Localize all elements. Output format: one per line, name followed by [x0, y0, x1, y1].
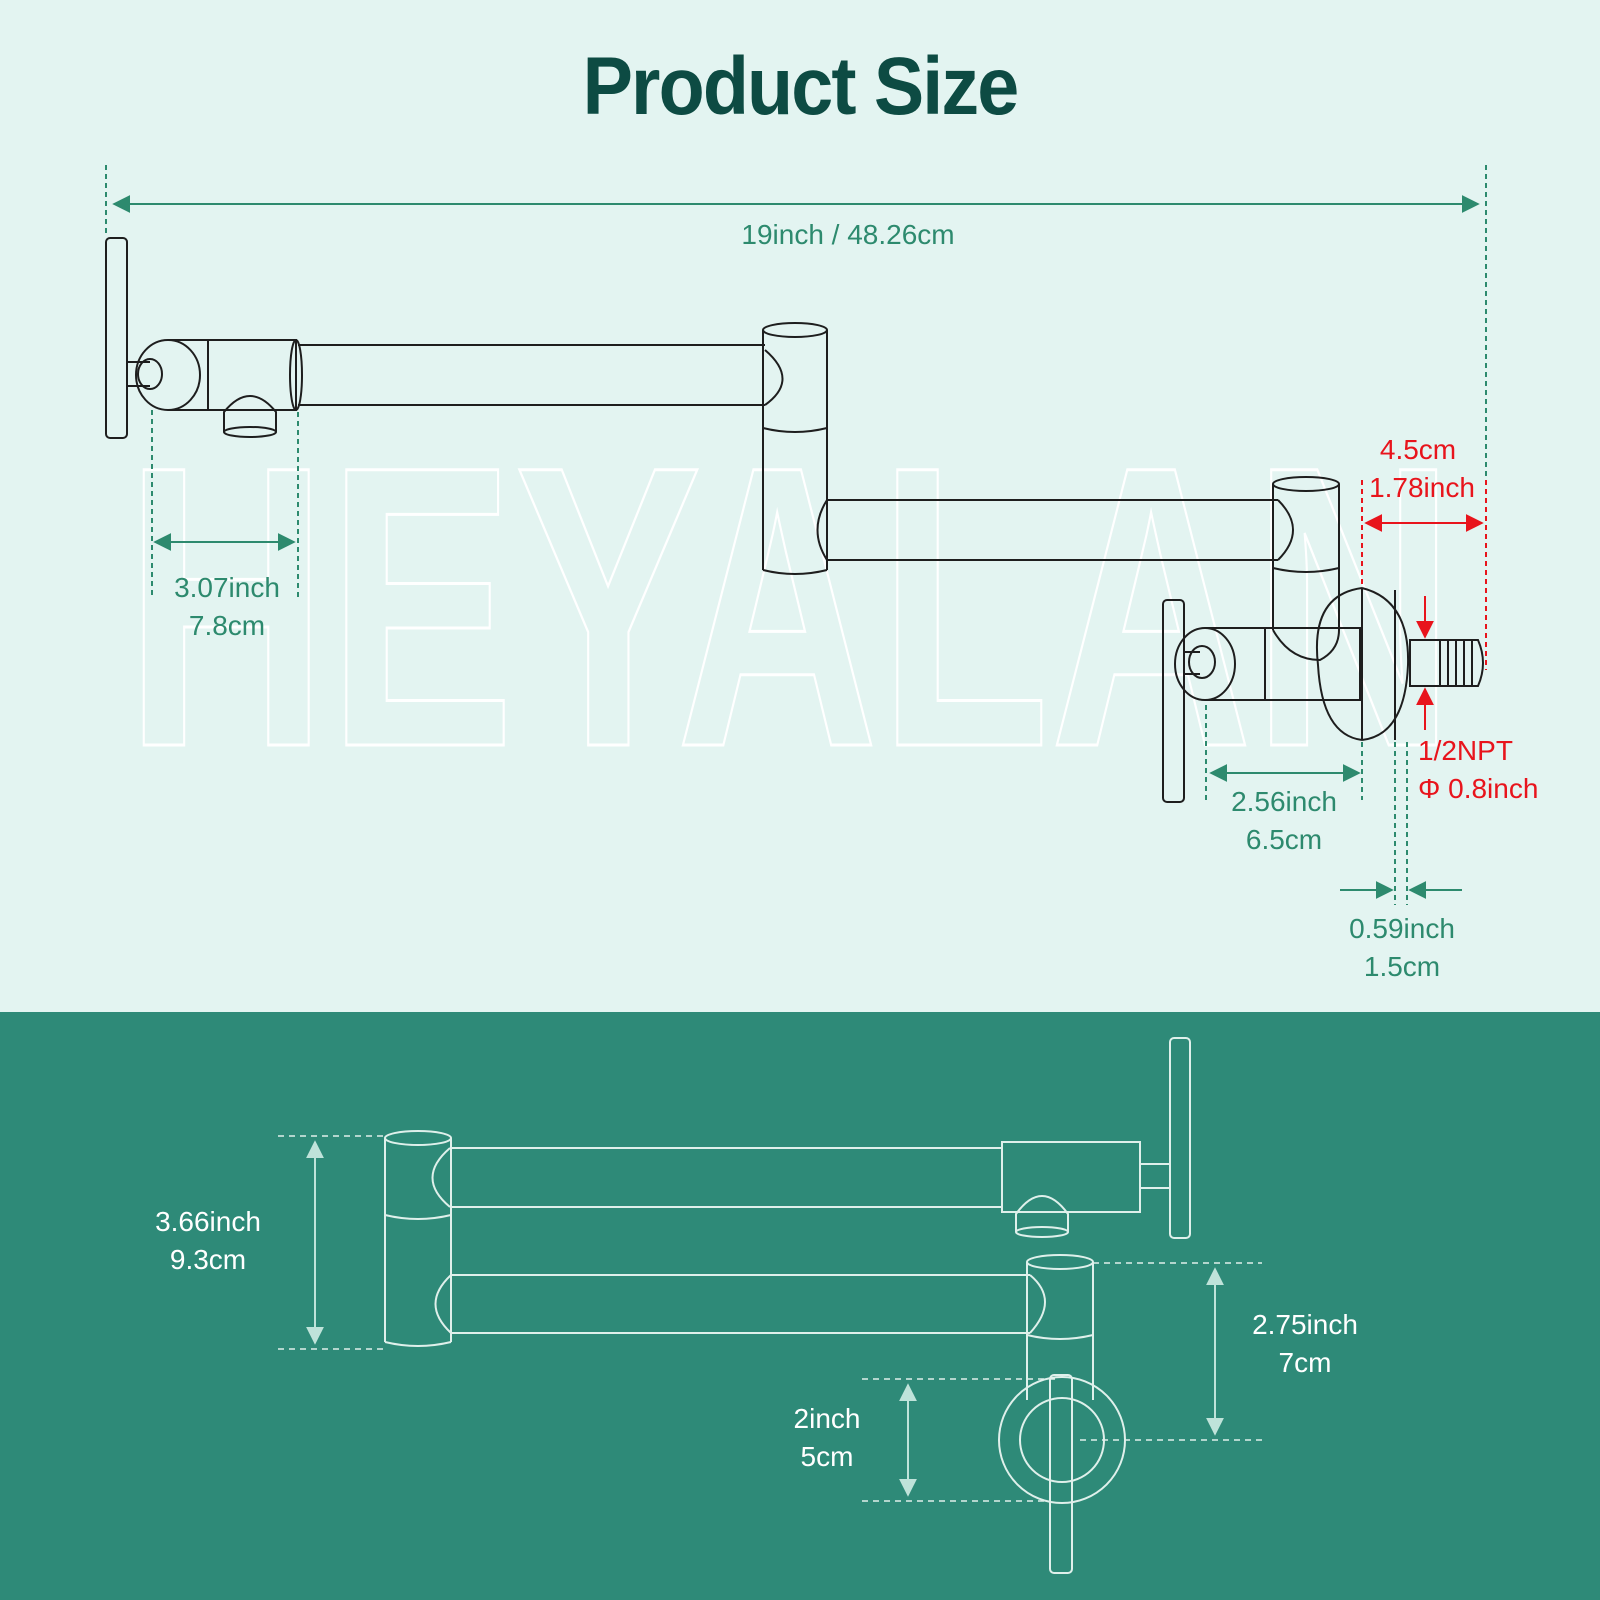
- bottom-panel: [0, 1012, 1600, 1600]
- overall-length-label: 19inch / 48.26cm: [741, 219, 954, 250]
- outlet-length-inch: 1.78inch: [1369, 472, 1475, 503]
- flange-thickness-cm: 1.5cm: [1364, 951, 1440, 982]
- top-panel: [0, 0, 1600, 1012]
- total-height-inch: 3.66inch: [155, 1206, 261, 1237]
- red-dimension-lines: [1361, 480, 1487, 730]
- total-height-cm: 9.3cm: [170, 1244, 246, 1275]
- page-title: Product Size: [582, 41, 1020, 132]
- arm-pivot-offset-inch: 3.07inch: [174, 572, 280, 603]
- bottom-dimension-arrows: [306, 1140, 1224, 1497]
- faucet-folded-drawing: [384, 1037, 1191, 1574]
- lower-offset-inch: 2inch: [794, 1403, 861, 1434]
- faucet-extended-drawing: [105, 237, 1484, 803]
- watermark: HEYALAN: [125, 383, 1455, 830]
- thread-diameter-label: Φ 0.8inch: [1418, 773, 1538, 804]
- spout-to-wall-cm: 7cm: [1279, 1347, 1332, 1378]
- valve-offset-cm: 6.5cm: [1246, 824, 1322, 855]
- bottom-dimension-lines: [278, 1135, 1262, 1502]
- valve-offset-inch: 2.56inch: [1231, 786, 1337, 817]
- flange-thickness-inch: 0.59inch: [1349, 913, 1455, 944]
- arm-pivot-offset-cm: 7.8cm: [189, 610, 265, 641]
- outlet-length-cm: 4.5cm: [1380, 434, 1456, 465]
- spout-to-wall-inch: 2.75inch: [1252, 1309, 1358, 1340]
- lower-offset-cm: 5cm: [801, 1441, 854, 1472]
- thread-type-label: 1/2NPT: [1418, 735, 1513, 766]
